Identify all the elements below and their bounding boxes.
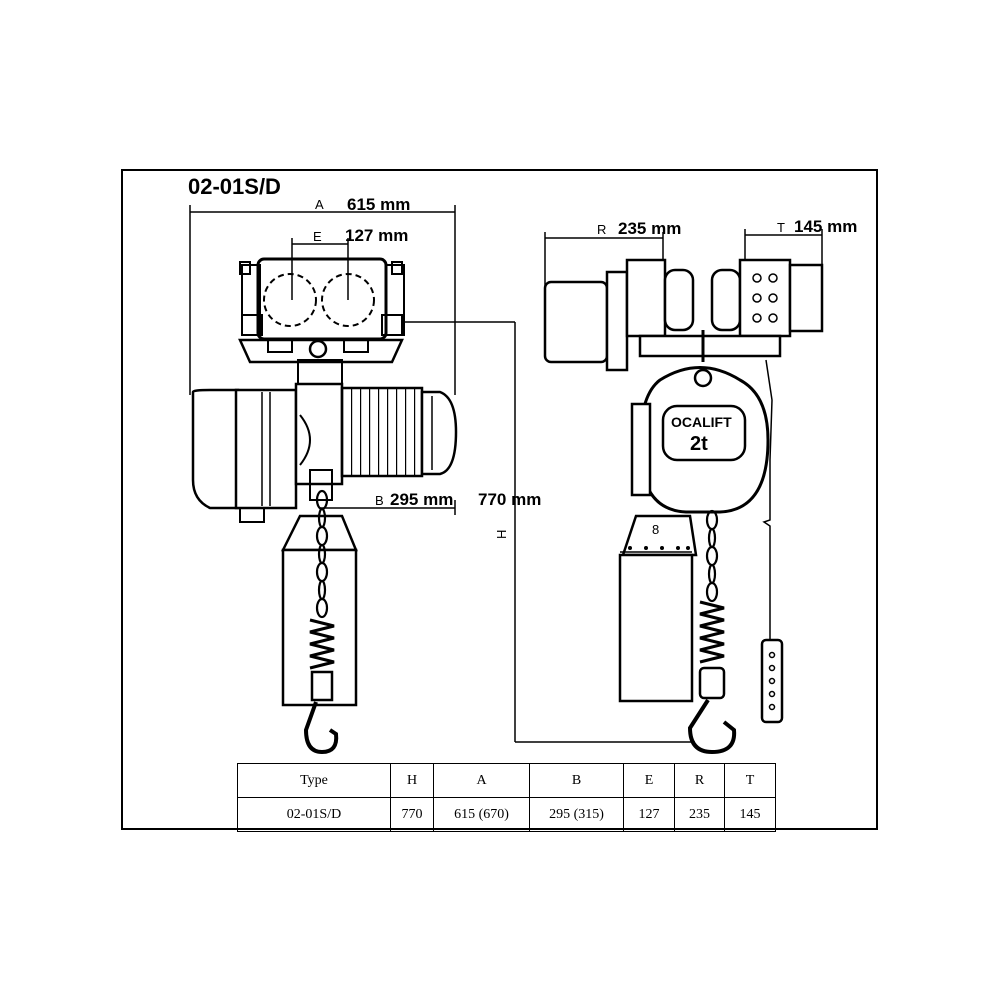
spring: [309, 618, 335, 670]
cell-b: 295 (315): [529, 797, 624, 832]
dim-value-a: 615 mm: [347, 195, 410, 214]
cell-t: 145: [724, 797, 776, 832]
header-a: A: [433, 763, 530, 798]
cell-h: 770: [390, 797, 434, 832]
dim-letter-b: B: [375, 493, 384, 508]
hoist-brand: OCALIFT: [671, 414, 732, 430]
dim-value-e: 127 mm: [345, 226, 408, 245]
front-view: [189, 205, 458, 755]
model-title: 02-01S/D: [188, 174, 281, 199]
trolley-wheel-left: [263, 273, 317, 327]
pendant-control: [760, 638, 784, 724]
dim-value-h: 770 mm: [478, 490, 541, 509]
pendant-cable: [762, 359, 773, 640]
dimension-line-h: [404, 321, 695, 743]
spring-side: [699, 600, 725, 664]
header-b: B: [529, 763, 624, 798]
cell-type: 02-01S/D: [237, 797, 391, 832]
hoist-capacity: 2t: [690, 433, 708, 455]
header-e: E: [623, 763, 675, 798]
gearbox-housing: [191, 388, 240, 510]
cell-a: 615 (670): [433, 797, 530, 832]
dim-letter-t: T: [777, 220, 785, 235]
header-t: T: [724, 763, 776, 798]
table-header-row: Type H A B E R T: [237, 763, 776, 798]
header-h: H: [390, 763, 434, 798]
motor-fins: [340, 386, 424, 478]
cell-r: 235: [674, 797, 725, 832]
spec-table: Type H A B E R T 02-01S/D 770 615 (670) …: [237, 763, 776, 832]
trolley-wheel-right: [321, 273, 375, 327]
cell-e: 127: [623, 797, 675, 832]
hook-side: [687, 698, 737, 755]
dim-letter-h: H: [494, 530, 509, 539]
dim-letter-a: A: [315, 197, 324, 212]
dim-value-t: 145 mm: [794, 217, 857, 236]
chain-bucket: [281, 548, 358, 707]
hook-front: [303, 701, 339, 755]
table-row: 02-01S/D 770 615 (670) 295 (315) 127 235…: [237, 797, 776, 832]
chain-bucket-mark: 8: [652, 522, 659, 537]
header-r: R: [674, 763, 725, 798]
dim-value-b: 295 mm: [390, 490, 453, 509]
trolley-motor: [543, 280, 609, 364]
side-view: [543, 229, 824, 755]
chain-bucket-side: [618, 553, 694, 703]
dim-letter-e: E: [313, 229, 322, 244]
dim-value-r: 235 mm: [618, 219, 681, 238]
dim-letter-r: R: [597, 222, 606, 237]
header-type: Type: [237, 763, 391, 798]
